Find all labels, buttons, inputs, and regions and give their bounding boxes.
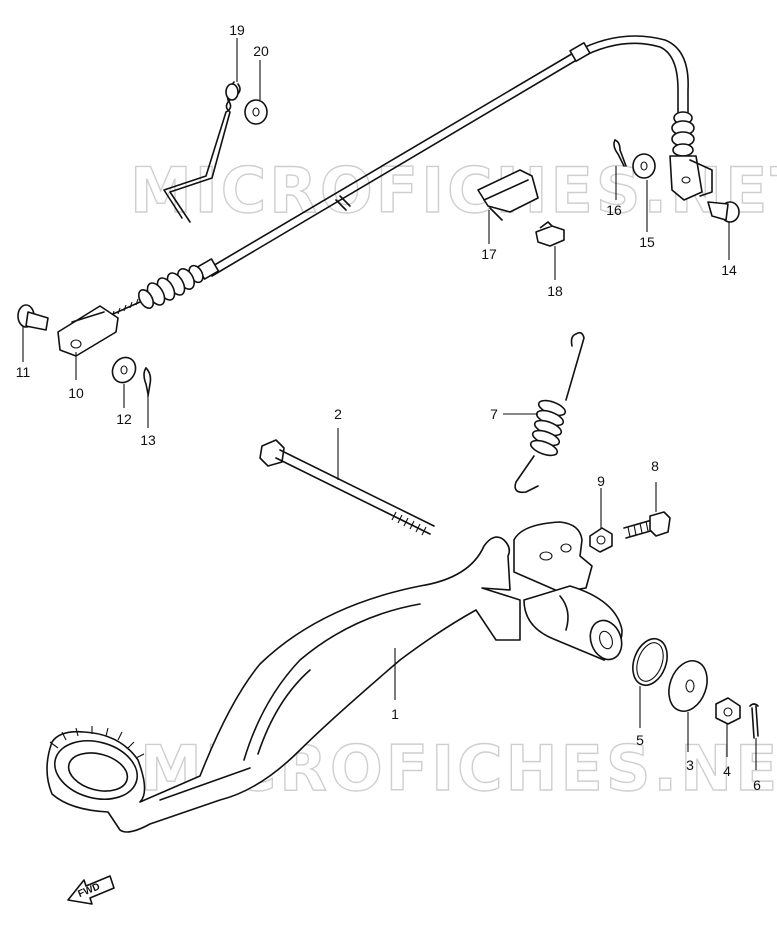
part-12-washer <box>111 356 137 384</box>
callout-12: 12 <box>116 411 132 427</box>
cable-boot <box>137 264 204 309</box>
part-16-cotter-pin <box>613 139 627 167</box>
callout-5: 5 <box>636 732 644 748</box>
right-clevis <box>669 111 713 201</box>
callout-6: 6 <box>753 777 761 793</box>
callout-15: 15 <box>639 234 655 250</box>
part-19-rod <box>163 81 241 223</box>
part-20-washer <box>244 99 268 125</box>
callout-3: 3 <box>686 757 694 773</box>
part-17-clip <box>477 169 539 221</box>
callout-4: 4 <box>723 763 731 779</box>
part-2-bolt <box>259 439 435 536</box>
part-9-nut <box>589 527 613 553</box>
callout-numbers: 1 2 3 4 5 6 7 8 9 10 11 12 13 14 15 16 1… <box>16 22 761 793</box>
callout-11: 11 <box>16 364 31 380</box>
callout-13: 13 <box>140 432 156 448</box>
callout-1: 1 <box>391 706 399 722</box>
callout-7: 7 <box>490 406 498 422</box>
callout-10: 10 <box>68 385 84 401</box>
callout-16: 16 <box>606 202 622 218</box>
callout-8: 8 <box>651 458 659 474</box>
callout-18: 18 <box>547 283 563 299</box>
leader-lines <box>22 38 757 770</box>
part-5-oring <box>632 637 668 687</box>
callout-19: 19 <box>229 22 245 38</box>
callout-2: 2 <box>334 406 342 422</box>
part-18-bolt <box>535 221 565 247</box>
part-11-pin <box>17 304 49 331</box>
part-6-cotter-pin <box>749 703 759 739</box>
part-14-pin <box>707 201 740 223</box>
callout-14: 14 <box>721 262 737 278</box>
part-3-washer <box>668 660 708 712</box>
fwd-arrow-icon: FWD <box>67 875 115 905</box>
part-15-washer <box>632 153 656 179</box>
callout-9: 9 <box>597 473 605 489</box>
part-10-clevis <box>57 305 119 357</box>
part-13-cotter-pin <box>143 367 152 397</box>
callout-20: 20 <box>253 43 269 59</box>
part-4-nut <box>715 697 741 725</box>
callout-17: 17 <box>481 246 497 262</box>
part-1-pedal <box>46 521 623 833</box>
part-7-spring <box>514 331 585 494</box>
part-8-bolt <box>623 511 671 539</box>
brake-cable <box>103 35 713 319</box>
watermark-top: MICROFICHES.NET <box>130 154 777 227</box>
